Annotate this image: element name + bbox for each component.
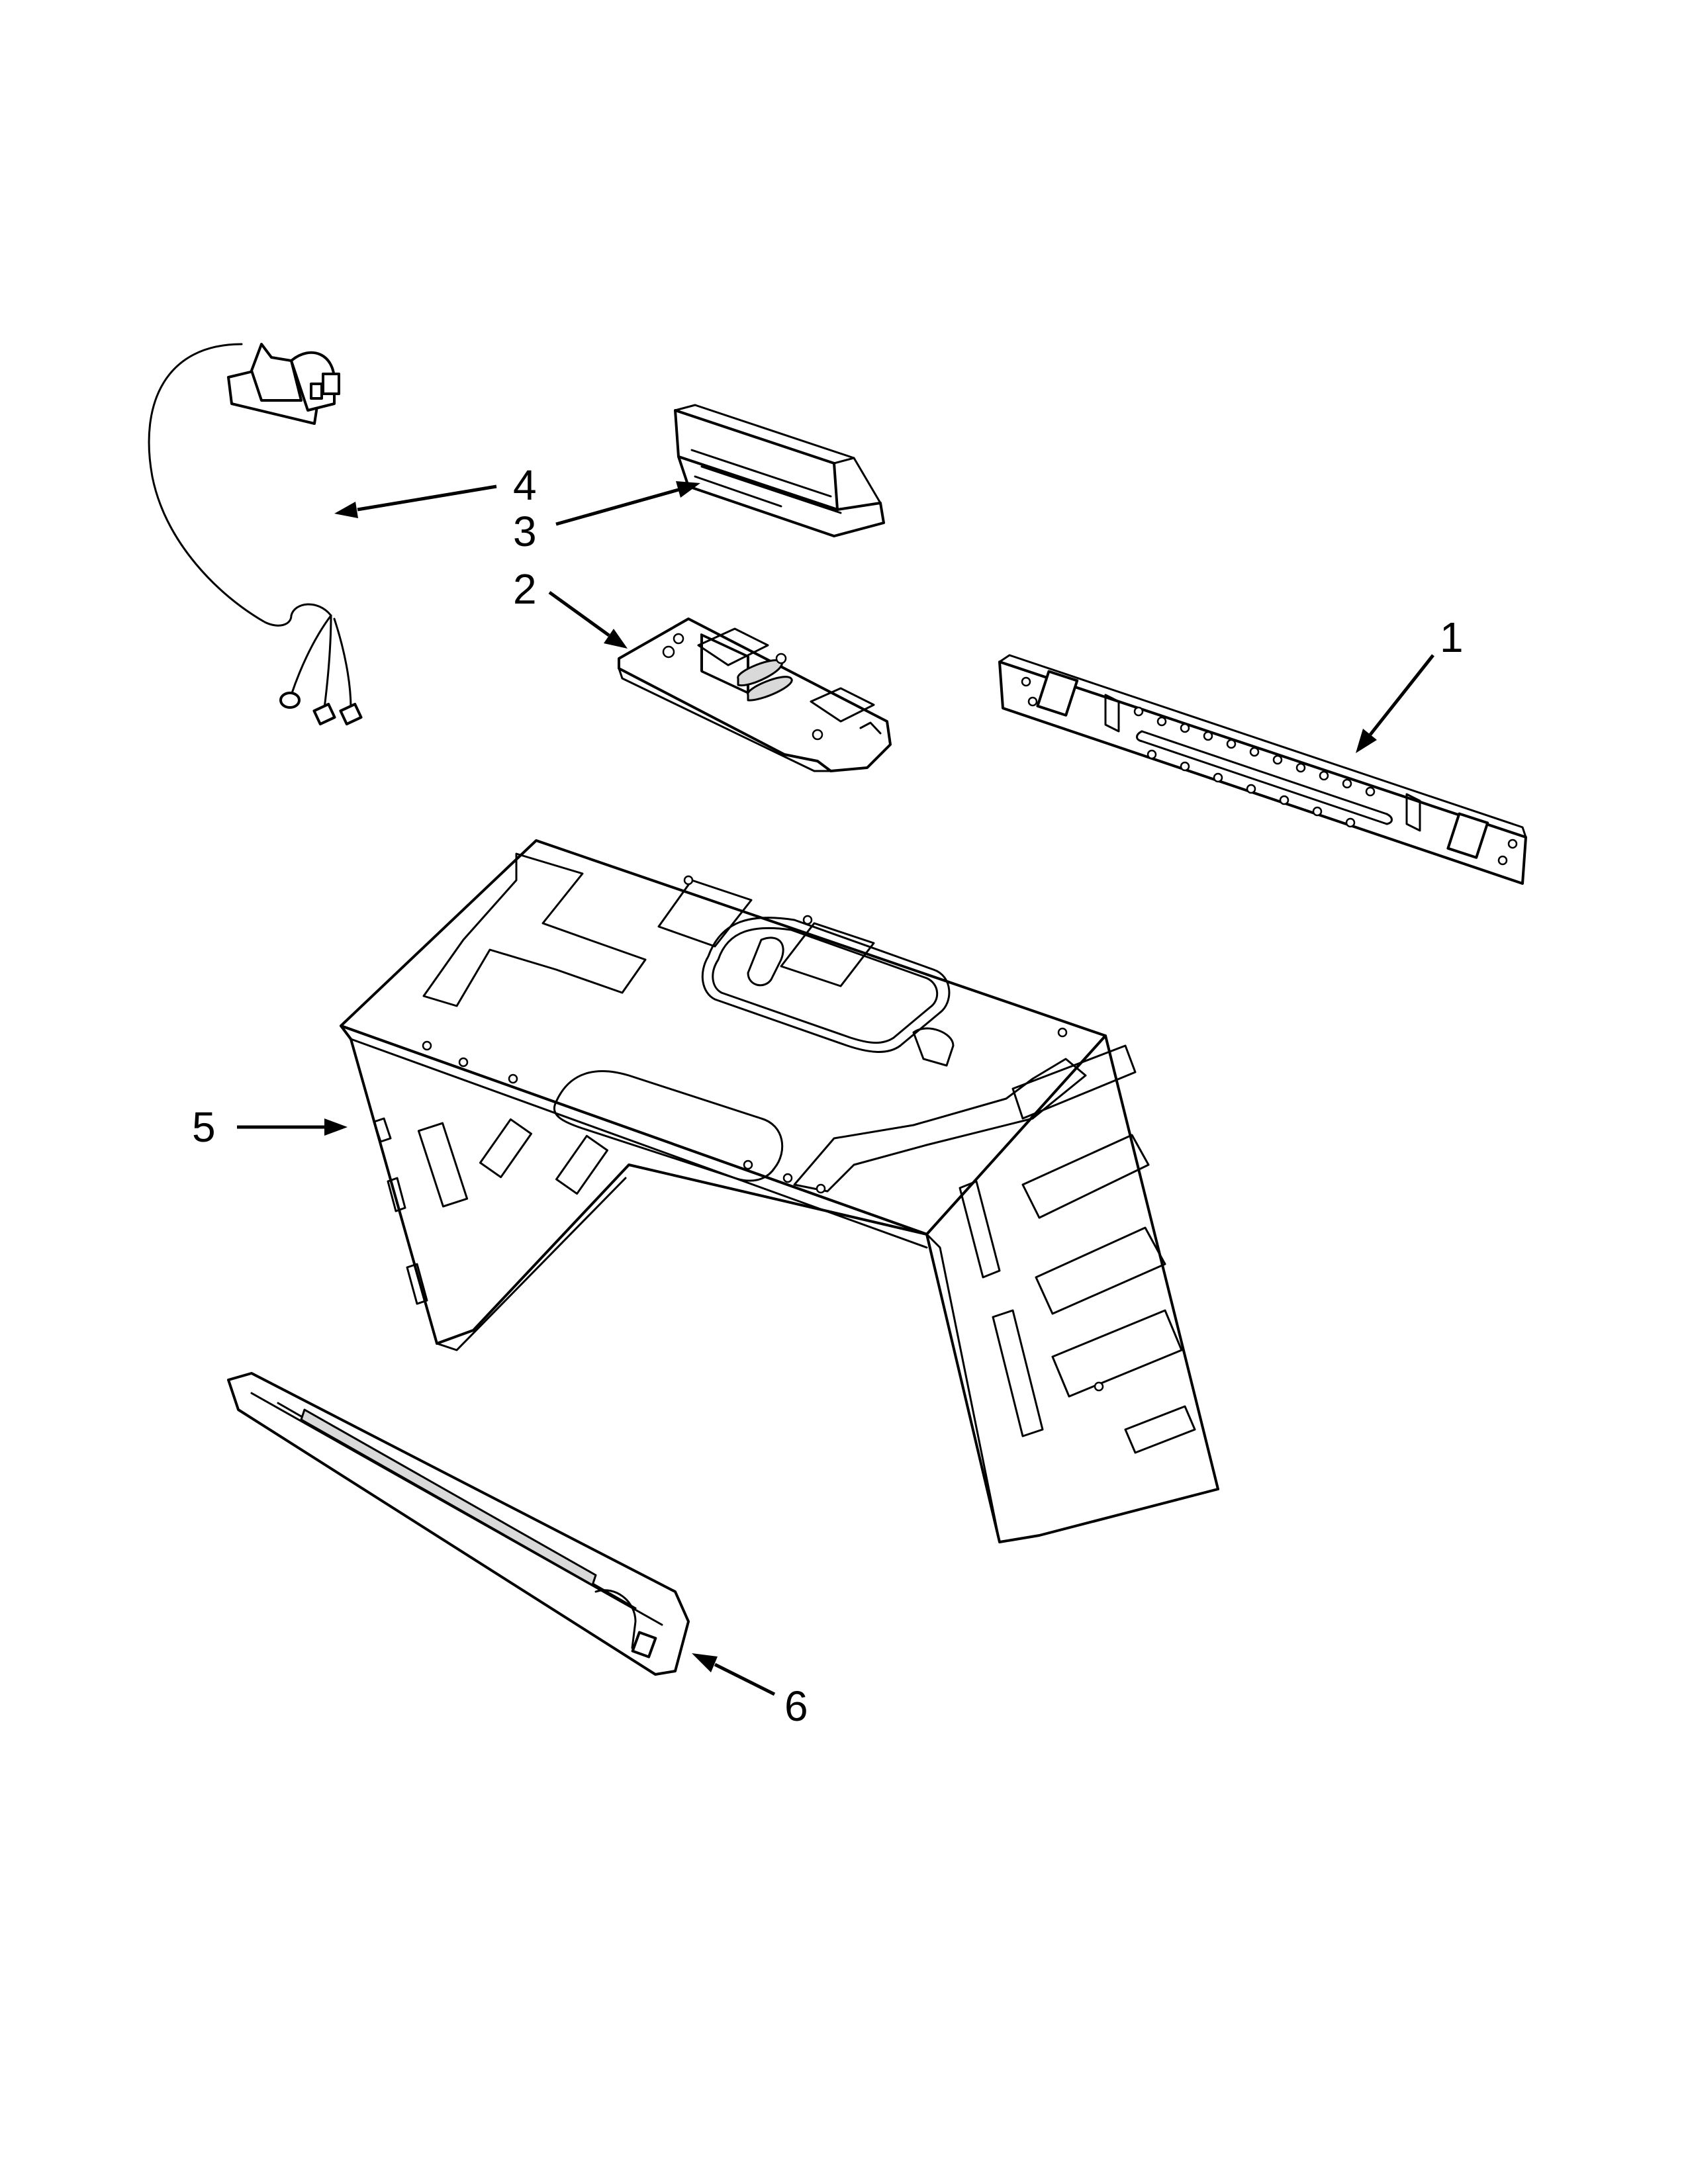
vent-trim-part — [227, 1372, 690, 1676]
leader-line-4 — [334, 484, 497, 518]
leader-line-1 — [1356, 654, 1434, 753]
leader-line-6 — [692, 1653, 776, 1696]
leader-line-2 — [548, 590, 628, 649]
callout-4: 4 — [513, 461, 537, 509]
leader-line-3 — [555, 481, 700, 526]
callout-1: 1 — [1440, 614, 1464, 661]
callout-5: 5 — [192, 1103, 216, 1151]
rail-holes — [1021, 676, 1518, 866]
vent-grille-part — [674, 404, 885, 537]
cabinet-wrapper-part — [340, 839, 1219, 1543]
mounting-plate-part — [618, 617, 892, 772]
rail-bracket-part — [998, 654, 1527, 885]
power-cord-part — [148, 343, 363, 726]
callout-2: 2 — [513, 565, 537, 613]
leader-line-5 — [237, 1118, 348, 1136]
callout-3: 3 — [513, 508, 537, 555]
callout-6: 6 — [784, 1682, 808, 1730]
